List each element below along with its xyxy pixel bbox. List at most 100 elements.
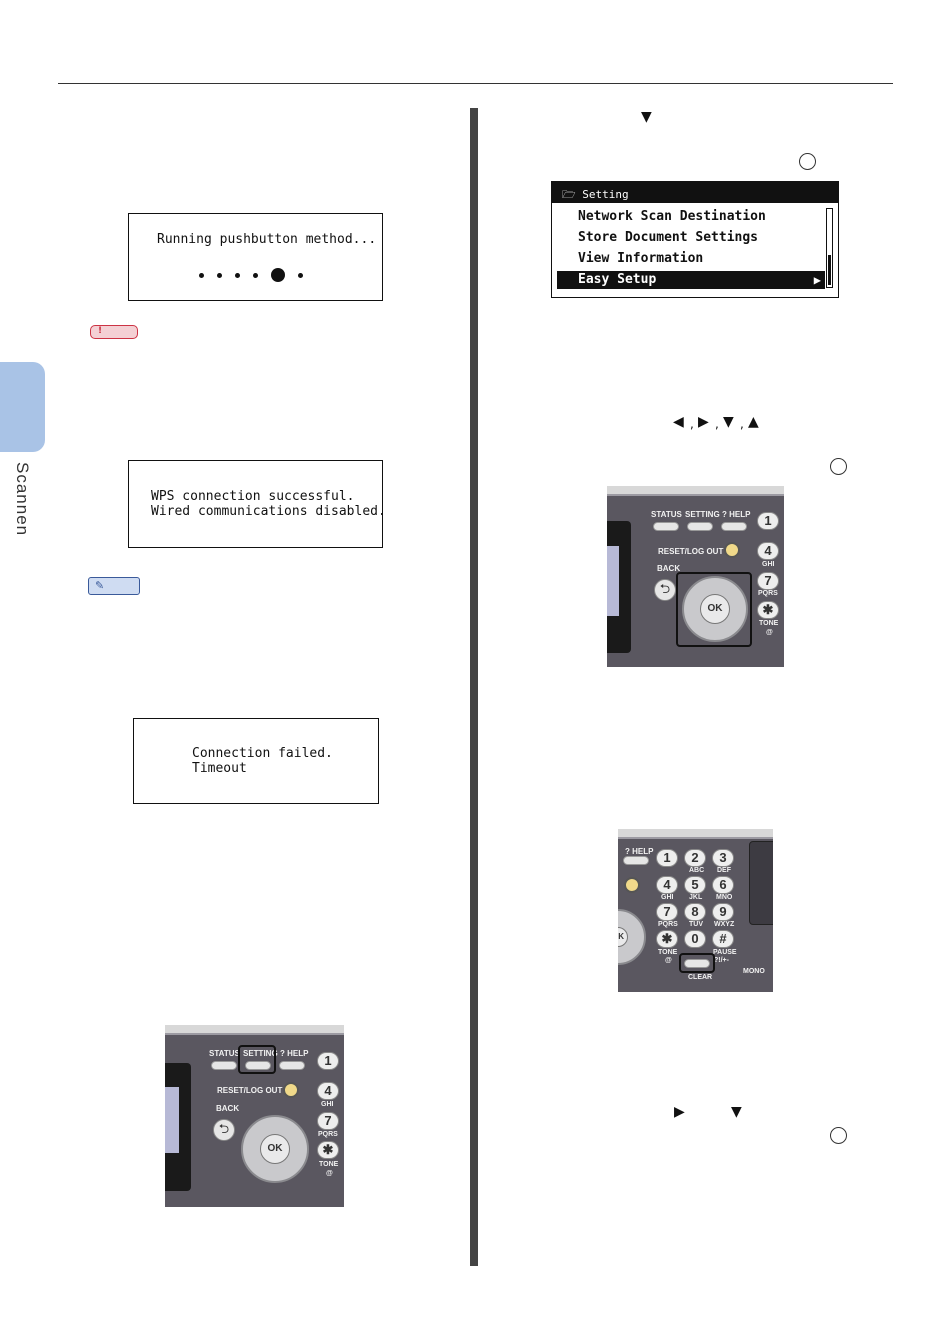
status-button[interactable] bbox=[653, 522, 679, 531]
reset-logout-button[interactable] bbox=[283, 1082, 299, 1098]
back-button[interactable]: ⮌ bbox=[654, 579, 676, 601]
clear-button[interactable] bbox=[684, 959, 710, 968]
key-3-letters: DEF bbox=[717, 867, 731, 874]
lcd-wps-line1: WPS connection successful. bbox=[151, 489, 355, 504]
key-4[interactable]: 4 bbox=[757, 542, 779, 560]
right-arrow-icon: ▶ bbox=[698, 414, 709, 430]
menu-scroll-thumb[interactable] bbox=[828, 255, 831, 285]
key-star[interactable]: ✱ bbox=[757, 601, 779, 619]
ok-button[interactable]: OK bbox=[260, 1134, 290, 1164]
setting-title: Setting bbox=[582, 188, 629, 201]
dpad-highlight bbox=[676, 572, 752, 647]
help-label: ? HELP bbox=[722, 510, 751, 519]
lcd-wps-line2: Wired communications disabled. bbox=[151, 504, 386, 519]
key-8-letters: TUV bbox=[689, 921, 703, 928]
reset-logout-button[interactable] bbox=[624, 877, 640, 893]
control-panel-dpad-photo: STATUS SETTING ? HELP 1 RESET/LOG OUT 4 … bbox=[607, 486, 784, 667]
menu-item-store-document-settings[interactable]: Store Document Settings bbox=[578, 230, 759, 245]
key-hash[interactable]: # bbox=[712, 930, 734, 948]
status-label: STATUS bbox=[209, 1049, 240, 1058]
menu-item-view-information[interactable]: View Information bbox=[578, 251, 704, 266]
key-7[interactable]: 7 bbox=[757, 572, 779, 590]
back-label: BACK bbox=[657, 564, 681, 573]
step-circle-icon bbox=[830, 458, 847, 475]
control-panel-setting-photo: STATUS SETTING ? HELP 1 RESET/LOG OUT 4 … bbox=[165, 1025, 344, 1207]
key-7-letters: PQRS bbox=[318, 1131, 338, 1138]
panel-right-lcd bbox=[749, 841, 773, 925]
key-6-letters: MNO bbox=[716, 894, 733, 901]
help-button[interactable] bbox=[721, 522, 747, 531]
setting-title-bar: 🗁 Setting bbox=[552, 182, 838, 203]
key-3[interactable]: 3 bbox=[712, 849, 734, 867]
menu-scrollbar[interactable] bbox=[826, 208, 833, 288]
setting-label: SETTING bbox=[685, 510, 720, 519]
key-2[interactable]: 2 bbox=[684, 849, 706, 867]
progress-dot bbox=[235, 272, 240, 278]
help-button[interactable] bbox=[279, 1061, 305, 1070]
key-7[interactable]: 7 bbox=[656, 903, 678, 921]
menu-item-easy-setup[interactable]: Easy Setup ▶ bbox=[557, 271, 825, 289]
setting-button[interactable] bbox=[687, 522, 713, 531]
panel-edge bbox=[607, 486, 784, 496]
progress-dots bbox=[199, 268, 303, 282]
help-button[interactable] bbox=[623, 856, 649, 865]
progress-dot bbox=[253, 272, 258, 278]
setting-button[interactable] bbox=[245, 1061, 271, 1070]
reset-logout-label: RESET/LOG OUT bbox=[658, 547, 724, 556]
panel-lcd-glass bbox=[607, 546, 619, 616]
pause-symbols: ?!/+- bbox=[714, 957, 729, 964]
down-arrow-icon: ▼ bbox=[641, 109, 652, 125]
key-9-letters: WXYZ bbox=[714, 921, 735, 928]
key-7-letters: PQRS bbox=[758, 590, 778, 597]
key-1[interactable]: 1 bbox=[757, 512, 779, 530]
down-arrow-icon: ▼ bbox=[731, 1104, 742, 1120]
key-star[interactable]: ✱ bbox=[317, 1141, 339, 1159]
help-label: ? HELP bbox=[625, 847, 654, 856]
mono-label: MONO bbox=[743, 968, 765, 975]
setting-highlight bbox=[238, 1045, 276, 1074]
key-0[interactable]: 0 bbox=[684, 930, 706, 948]
key-9[interactable]: 9 bbox=[712, 903, 734, 921]
submenu-arrow-icon: ▶ bbox=[813, 273, 821, 287]
key-star[interactable]: ✱ bbox=[656, 930, 678, 948]
menu-item-network-scan-destination[interactable]: Network Scan Destination bbox=[578, 209, 766, 224]
key-6[interactable]: 6 bbox=[712, 876, 734, 894]
setting-menu-screen: 🗁 Setting Network Scan Destination Store… bbox=[551, 181, 839, 298]
key-2-letters: ABC bbox=[689, 867, 705, 874]
ok-button[interactable]: OK bbox=[700, 594, 730, 624]
tone-label: TONE bbox=[319, 1161, 339, 1168]
key-1[interactable]: 1 bbox=[656, 849, 678, 867]
key-8[interactable]: 8 bbox=[684, 903, 706, 921]
reset-logout-button[interactable] bbox=[724, 542, 740, 558]
lcd-wps-success-screen: WPS connection successful. Wired communi… bbox=[128, 460, 386, 548]
progress-dot bbox=[199, 272, 204, 278]
progress-dot-active bbox=[271, 268, 285, 282]
memo-icon: ✎ bbox=[88, 577, 140, 595]
at-label: @ bbox=[665, 957, 672, 964]
key-4-letters: GHI bbox=[321, 1101, 334, 1108]
comma-sep: , bbox=[740, 417, 744, 431]
back-label: BACK bbox=[216, 1104, 240, 1113]
reset-logout-label: RESET/LOG OUT bbox=[217, 1086, 283, 1095]
setting-label: SETTING bbox=[243, 1049, 278, 1058]
help-label: ? HELP bbox=[280, 1049, 309, 1058]
key-4[interactable]: 4 bbox=[656, 876, 678, 894]
up-arrow-icon: ▲ bbox=[748, 414, 759, 430]
control-panel-clear-photo: ? HELP OK 1 2 ABC 3 DEF 4 GHI 5 JKL 6 MN… bbox=[618, 829, 773, 992]
down-arrow-icon: ▼ bbox=[723, 414, 734, 430]
lcd-failed-line2: Timeout bbox=[192, 761, 247, 776]
back-button[interactable]: ⮌ bbox=[213, 1119, 235, 1141]
chapter-tab-label: Scannen bbox=[13, 462, 32, 537]
clear-highlight bbox=[679, 953, 715, 973]
key-4[interactable]: 4 bbox=[317, 1082, 339, 1100]
key-1[interactable]: 1 bbox=[317, 1052, 339, 1070]
progress-dot bbox=[217, 272, 222, 278]
status-button[interactable] bbox=[211, 1061, 237, 1070]
key-5[interactable]: 5 bbox=[684, 876, 706, 894]
left-arrow-icon: ◀ bbox=[673, 414, 684, 430]
step-circle-icon bbox=[799, 153, 816, 170]
step-circle-icon bbox=[830, 1127, 847, 1144]
key-7[interactable]: 7 bbox=[317, 1112, 339, 1130]
at-label: @ bbox=[326, 1170, 333, 1177]
note-icon: ! bbox=[90, 325, 138, 339]
